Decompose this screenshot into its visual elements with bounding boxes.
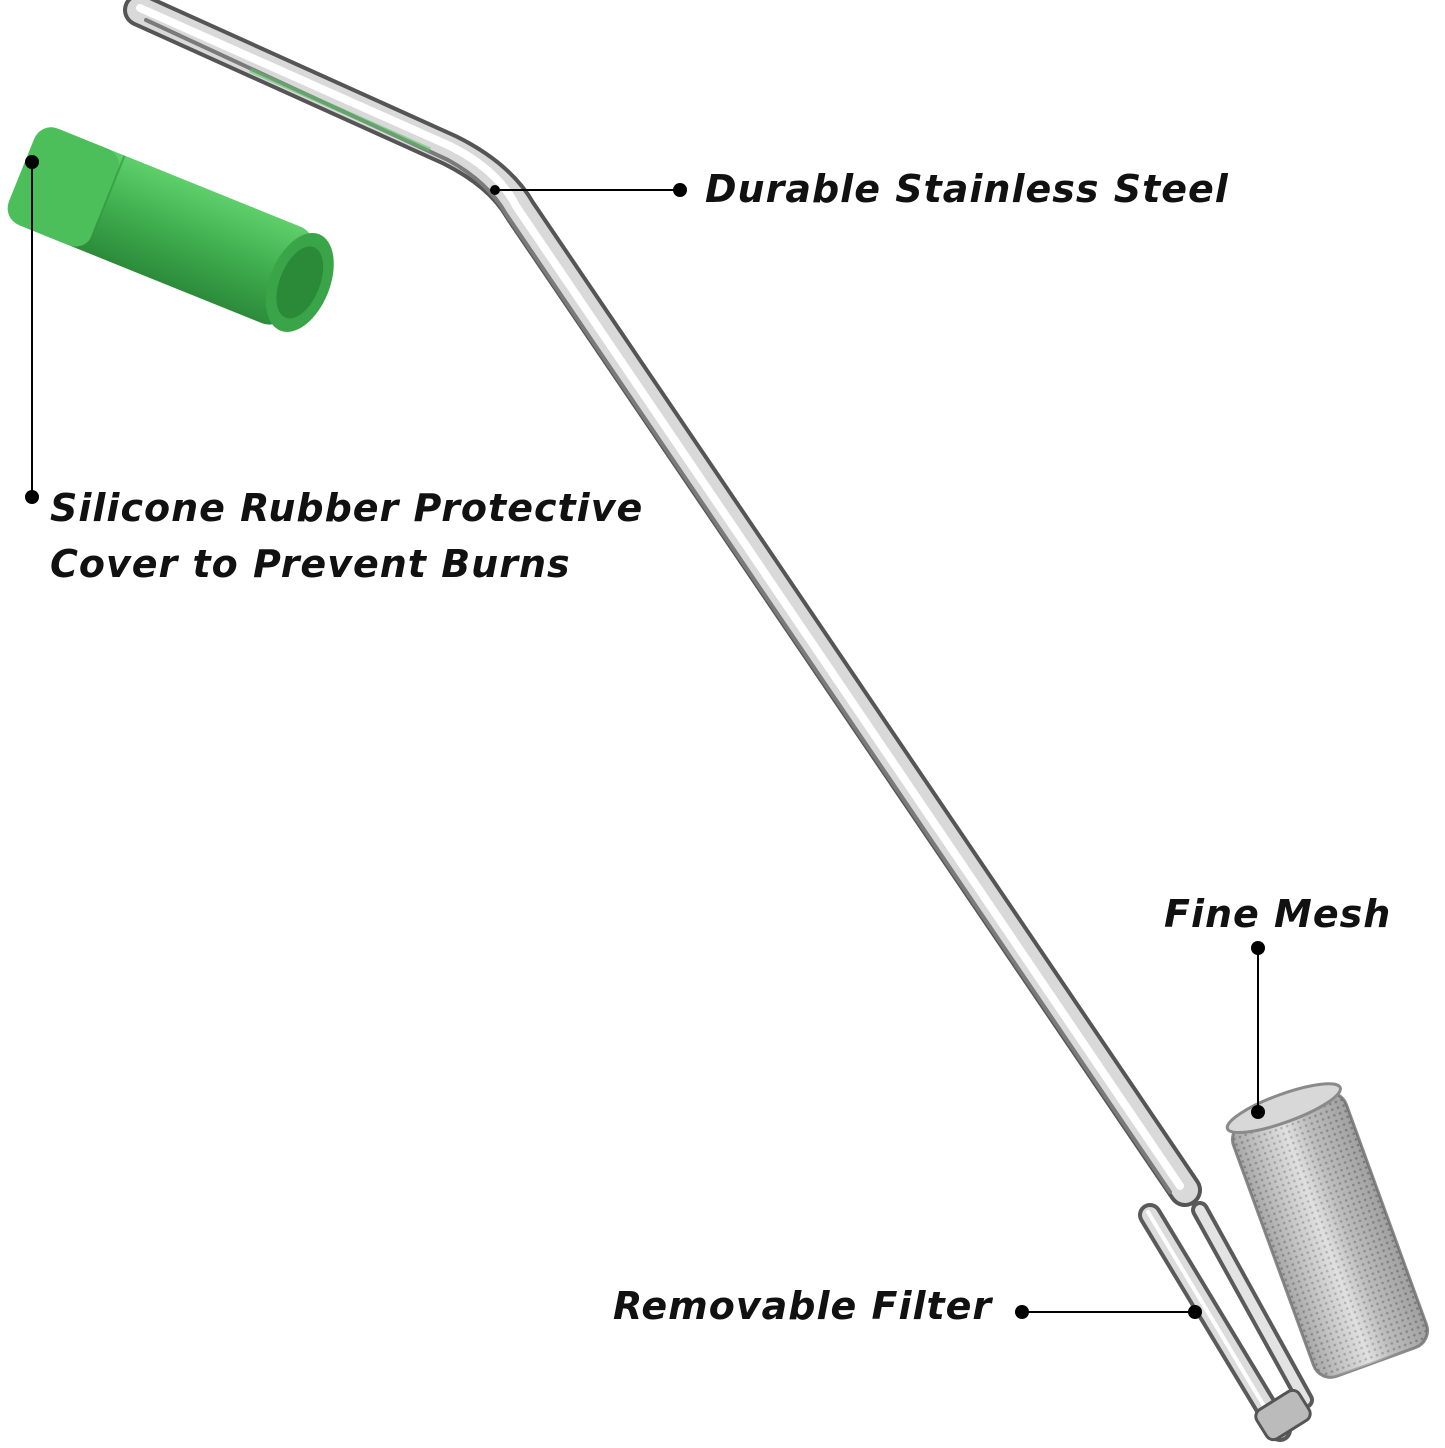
- steel-straw: [123, 0, 1202, 1207]
- fine-mesh-sleeve: [1225, 1082, 1429, 1379]
- callout-silicone-line2: Cover to Prevent Burns: [50, 542, 571, 586]
- callout-silicone-line1: Silicone Rubber Protective: [50, 486, 644, 530]
- silicone-cover: [7, 127, 334, 332]
- callout-removable-filter: Removable Filter: [613, 1284, 993, 1328]
- callout-stainless-steel: Durable Stainless Steel: [705, 167, 1229, 211]
- removable-filter: [1138, 1201, 1314, 1442]
- callout-silicone-cover: Silicone Rubber Protective Cover to Prev…: [50, 480, 643, 592]
- callout-lines: [25, 155, 1265, 1319]
- callout-fine-mesh: Fine Mesh: [1164, 892, 1392, 936]
